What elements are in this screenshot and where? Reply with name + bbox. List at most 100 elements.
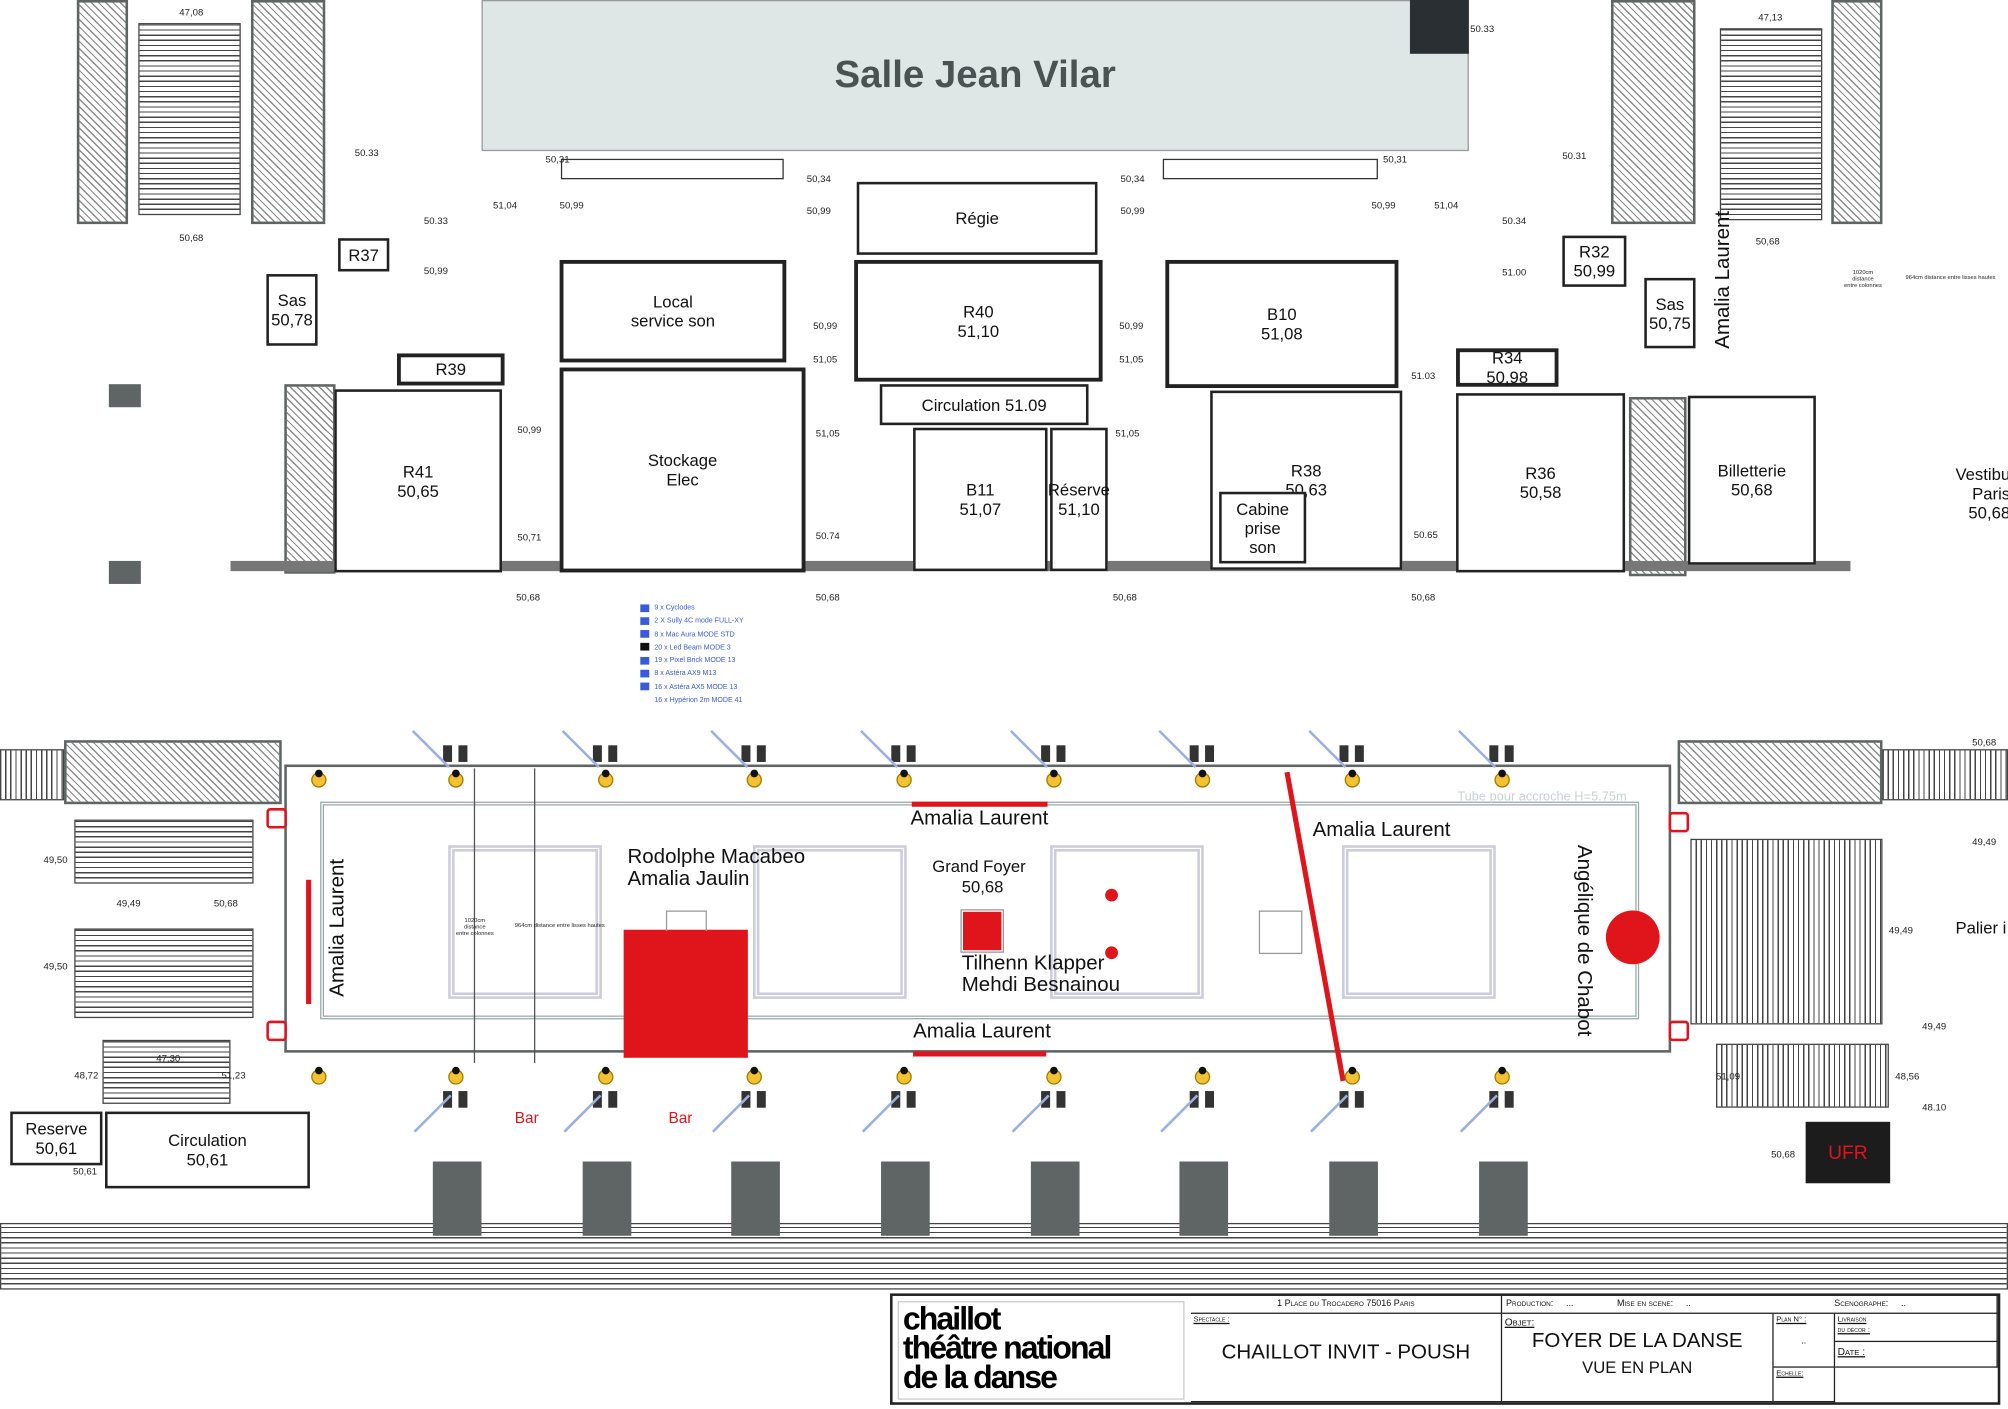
column (1479, 1161, 1528, 1236)
title-block: chaillot théâtre national de la danse 1 … (890, 1293, 2001, 1405)
grand-foyer-name: Grand Foyer (932, 856, 1026, 876)
plan-no-cell: Plan N° : .. (1773, 1313, 1836, 1368)
room: Cabine prise son (1219, 491, 1307, 564)
room: Réserve 51,10 (1048, 427, 1110, 572)
light-beam (712, 1094, 751, 1133)
note-rail-distance: 964cm distance entre lisses hautes (1905, 274, 1996, 281)
room: B10 51,08 (1165, 259, 1399, 389)
wall-hatched (250, 0, 326, 225)
wall-hatched (284, 384, 336, 574)
elevation-label: 50,68 (213, 897, 238, 910)
column (731, 1161, 780, 1236)
note-tube: Tube pour accroche H=5.75m (1457, 790, 1627, 805)
room: Sas 50,78 (266, 274, 318, 346)
light-fixture-icon (906, 745, 916, 762)
light-fixture-icon (1041, 745, 1051, 762)
light-fixture-icon (608, 1091, 618, 1108)
performance-line (911, 801, 1048, 807)
empty-square (665, 910, 707, 931)
room: R40 51,10 (854, 259, 1103, 382)
legend-item: 16 x Astéra AX5 MODE 13 (640, 681, 743, 694)
column (1329, 1161, 1378, 1236)
room: R41 50,65 (334, 389, 502, 573)
elevation-label: 50.33 (1470, 23, 1495, 35)
performer-name: Amalia Laurent (913, 1020, 1051, 1043)
elevation-label: 50,31 (1383, 153, 1408, 166)
legend-label: 16 x Astéra AX5 MODE 13 (654, 683, 738, 692)
spotlight-icon (896, 1066, 912, 1085)
column (432, 1161, 482, 1236)
light-beam (563, 1094, 602, 1133)
ufr-label: UFR (1828, 1141, 1868, 1164)
legend-item: 2 X Sully 4C mode FULL-XY (640, 615, 744, 628)
elevation-label: 50,68 (179, 231, 204, 244)
elevation-label: 50,99 (517, 423, 542, 436)
spectacle-cell: Spectacle : CHAILLOT INVIT - POUSH (1190, 1313, 1503, 1403)
room: R37 (338, 238, 390, 272)
cyclode-icon (1668, 1020, 1690, 1042)
spectacle-label: Spectacle : (1193, 1316, 1230, 1325)
room: Stockage Elec (559, 367, 806, 573)
elevation-label: 50,99 (1119, 320, 1144, 332)
production-value: ... (1565, 1299, 1574, 1309)
plan-no-value: .. (1801, 1336, 1807, 1346)
legend-label: 20 x Led Beam MODE 3 (654, 644, 731, 652)
spotlight-icon (1494, 1066, 1510, 1085)
spotlight-icon (1344, 1066, 1360, 1085)
performance-line (913, 1051, 1047, 1057)
spotlight-icon (1344, 769, 1360, 788)
room: Circulation 50,61 (105, 1111, 310, 1189)
light-beam (1310, 1094, 1349, 1133)
light-fixture-icon (443, 745, 453, 762)
echelle-label: Echelle: (1776, 1370, 1804, 1378)
light-fixture-icon (458, 745, 468, 762)
livraison-cell: Livraison du décor : (1835, 1313, 1998, 1343)
elevation-label: 49,49 (1972, 836, 1997, 848)
measure-line (473, 768, 476, 1063)
wall (1162, 158, 1378, 180)
fixture-icon (640, 696, 649, 704)
objet-label: Objet: (1504, 1316, 1535, 1328)
wall (108, 560, 141, 584)
light-fixture-icon (756, 1091, 766, 1108)
spotlight-icon (311, 769, 327, 788)
spotlight-icon (598, 1066, 614, 1085)
performer-name: Amalia Laurent (1712, 210, 1735, 349)
elevation-label: 50,68 (516, 591, 541, 604)
elevation-label: 51,05 (813, 353, 838, 365)
light-beam (861, 1094, 900, 1133)
staircase (138, 23, 241, 216)
elevation-label: 50,68 (815, 591, 840, 604)
light-fixture-icon (741, 745, 751, 762)
note-rail-distance: 964cm distance entre lisses hautes (514, 922, 605, 929)
cyclode-icon (266, 1020, 287, 1042)
elevation-label: 49,50 (43, 960, 68, 972)
elevation-label: 50,99 (559, 199, 584, 212)
spotlight-icon (896, 769, 912, 788)
spotlight-icon (746, 1066, 762, 1085)
spotlight-icon (1194, 769, 1211, 788)
room: R32 50,99 (1562, 235, 1627, 287)
elevation-label: 48,72 (74, 1069, 99, 1081)
performer-name: Amalia Laurent (910, 808, 1049, 830)
elevation-label: 49,49 (1922, 1020, 1947, 1033)
logo-text: chaillot théâtre national de la danse (902, 1301, 1113, 1396)
legend-item: 8 x Astéra AX9 M13 (640, 668, 743, 681)
wall-hatched (64, 740, 282, 805)
elevation-label: 49,50 (43, 854, 68, 866)
light-beam (1160, 1094, 1199, 1133)
light-fixture-icon (1504, 745, 1514, 762)
elevation-label: 50,99 (1371, 199, 1396, 212)
scenographe-value: .. (1901, 1299, 1907, 1309)
logo: chaillot théâtre national de la danse (897, 1301, 1185, 1400)
elevation-label: 48.10 (1922, 1101, 1947, 1113)
light-fixture-icon (608, 745, 618, 762)
light-fixture-icon (891, 745, 901, 762)
spotlight-icon (746, 769, 762, 788)
column (1179, 1161, 1229, 1236)
fixture-icon (640, 603, 650, 612)
plan-no-label: Plan N° : (1776, 1316, 1807, 1325)
legend-label: 16 x Hypérion 2m MODE 41 (654, 696, 743, 705)
objet-line-2: VUE EN PLAN (1582, 1357, 1693, 1377)
